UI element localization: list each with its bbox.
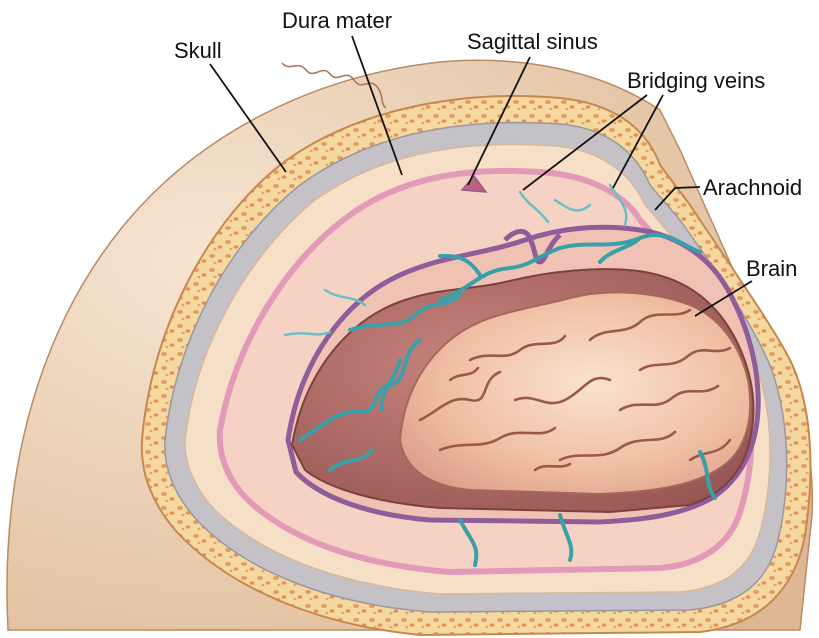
dura-mater-label: Dura mater xyxy=(282,8,392,33)
skull-label: Skull xyxy=(174,38,222,63)
brain-label: Brain xyxy=(746,256,797,281)
arachnoid-label: Arachnoid xyxy=(703,175,802,200)
bridging-veins-label: Bridging veins xyxy=(627,68,765,93)
sagittal-sinus-label: Sagittal sinus xyxy=(467,29,598,54)
